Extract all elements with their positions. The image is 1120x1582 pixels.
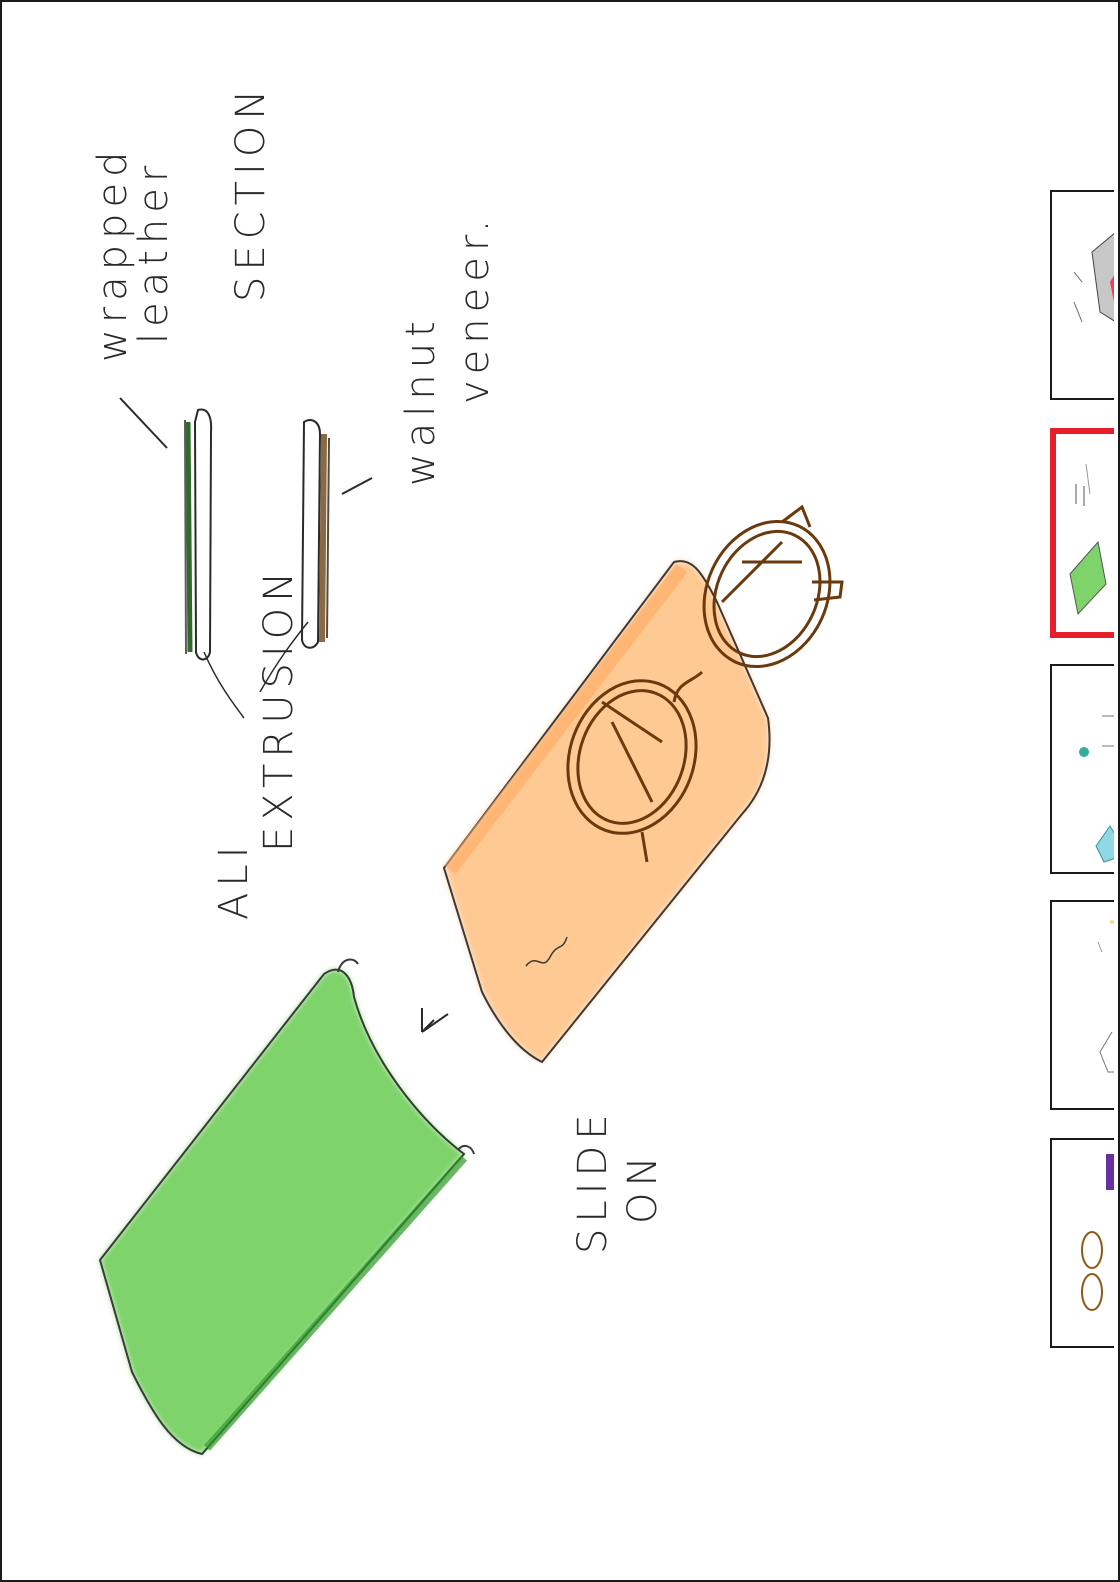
label-section: SECTION [228,84,274,302]
thumbnail-sketch [1081,1154,1114,1311]
thumbnail-page-5[interactable] [1050,1138,1114,1348]
thumbnail-page-1[interactable] [1050,190,1114,400]
label-walnut: walnut [398,315,444,486]
section-right-profile [300,419,330,649]
label-veneer: veneer. [452,214,498,404]
thumbnail-sketch [1069,463,1107,616]
green-sleeve [98,958,475,1456]
thumbnail-page-2[interactable] [1050,428,1114,638]
label-leather: leather [131,160,177,344]
section-left-profile [184,408,213,661]
label-extrusion: EXTRUSION [256,566,302,852]
label-ali: ALI [211,841,257,920]
label-on: ON [620,1151,666,1224]
thumbnail-sketch [1079,715,1114,863]
slide-arrow [421,1008,449,1033]
orange-case [442,560,771,1064]
thumbnail-page-4[interactable] [1050,900,1114,1110]
label-slide: SLIDE [570,1108,616,1254]
thumbnail-sketch [1073,233,1114,323]
glasses-drawing [566,504,844,863]
thumbnail-sketch [1097,920,1114,1073]
thumbnail-page-3[interactable] [1050,664,1114,874]
page-thumbnail-strip [1050,190,1120,1370]
label-wrapped: wrapped [90,146,136,362]
